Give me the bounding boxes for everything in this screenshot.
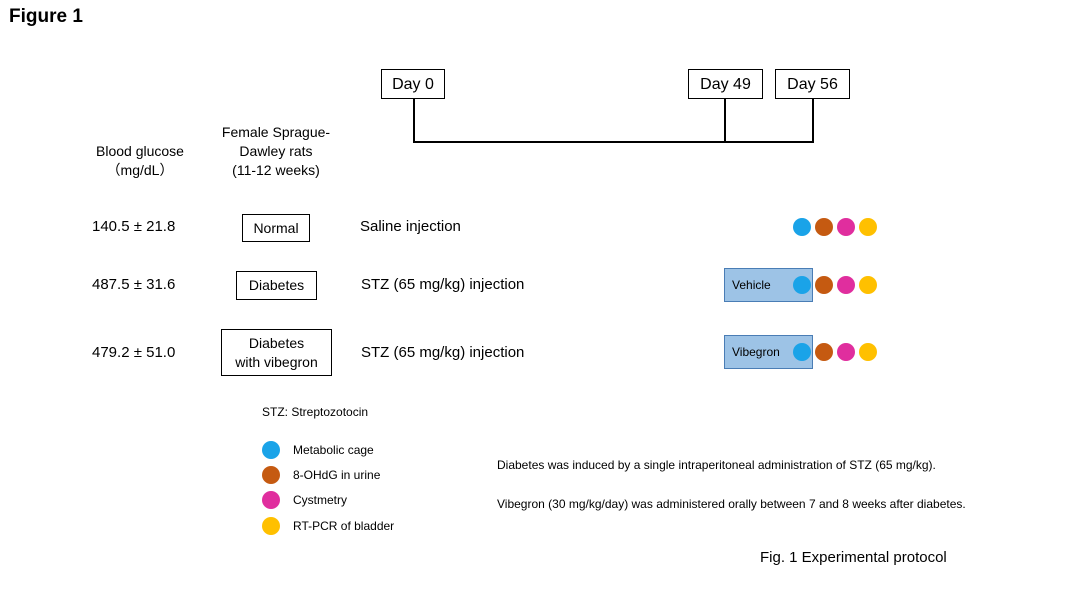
- treatment-diabetes: STZ (65 mg/kg) injection: [361, 276, 525, 293]
- legend-8ohdg-dot: [262, 466, 280, 484]
- group-normal-box: Normal: [242, 214, 310, 242]
- vibegron-cystmetry-dot: [837, 343, 855, 361]
- treatment-normal: Saline injection: [360, 218, 461, 235]
- blood-glucose-header-line2: （mg/dL）: [106, 162, 174, 178]
- vibegron-8ohdg-dot: [815, 343, 833, 361]
- normal-cystmetry-dot: [837, 218, 855, 236]
- vibegron-rtpcr-dot: [859, 343, 877, 361]
- normal-rtpcr-dot: [859, 218, 877, 236]
- day-49-box: Day 49: [688, 69, 763, 99]
- figure-caption: Fig. 1 Experimental protocol: [760, 549, 947, 566]
- rats-header-line1: Female Sprague-: [221, 124, 331, 140]
- blood-glucose-header-line1: Blood glucose: [96, 143, 184, 159]
- group-vibegron-box: Diabetes with vibegron: [221, 329, 332, 376]
- rats-header-line3: (11-12 weeks): [232, 162, 320, 178]
- day-0-box: Day 0: [381, 69, 445, 99]
- diabetes-8ohdg-dot: [815, 276, 833, 294]
- legend-cystmetry-label: Cystmetry: [293, 493, 347, 507]
- glucose-vibegron: 479.2 ± 51.0: [92, 344, 176, 361]
- abbreviation-note: STZ: Streptozotocin: [262, 405, 369, 419]
- group-diabetes-label: Diabetes: [248, 277, 305, 293]
- timeline-lines: [413, 99, 814, 143]
- figure-title: Figure 1: [9, 6, 83, 27]
- diabetes-cystmetry-dot: [837, 276, 855, 294]
- glucose-normal: 140.5 ± 21.8: [92, 218, 176, 235]
- diabetes-metabolic-cage-dot: [793, 276, 811, 294]
- legend-8ohdg-label: 8-OHdG in urine: [293, 468, 381, 482]
- legend-rtpcr-label: RT-PCR of bladder: [293, 519, 395, 533]
- glucose-diabetes: 487.5 ± 31.6: [92, 276, 176, 293]
- rats-header-line2: Dawley rats: [239, 143, 313, 159]
- diabetes-rtpcr-dot: [859, 276, 877, 294]
- legend-metabolic-cage-dot: [262, 441, 280, 459]
- group-vibegron-label-line1: Diabetes: [248, 334, 305, 351]
- legend-metabolic-cage-label: Metabolic cage: [293, 443, 374, 457]
- day-56-box: Day 56: [775, 69, 850, 99]
- group-vibegron-label-line2: with vibegron: [235, 353, 318, 370]
- group-diabetes-box: Diabetes: [236, 271, 317, 300]
- note-induction: Diabetes was induced by a single intrape…: [497, 458, 936, 472]
- normal-metabolic-cage-dot: [793, 218, 811, 236]
- normal-8ohdg-dot: [815, 218, 833, 236]
- vibegron-metabolic-cage-dot: [793, 343, 811, 361]
- note-vibegron-dosing: Vibegron (30 mg/kg/day) was administered…: [497, 497, 966, 511]
- rats-header: Female Sprague- Dawley rats (11-12 weeks…: [206, 123, 346, 180]
- legend-rtpcr-dot: [262, 517, 280, 535]
- blood-glucose-header: Blood glucose （mg/dL）: [80, 142, 200, 180]
- treatment-vibegron: STZ (65 mg/kg) injection: [361, 344, 525, 361]
- legend-cystmetry-dot: [262, 491, 280, 509]
- group-normal-label: Normal: [253, 219, 299, 236]
